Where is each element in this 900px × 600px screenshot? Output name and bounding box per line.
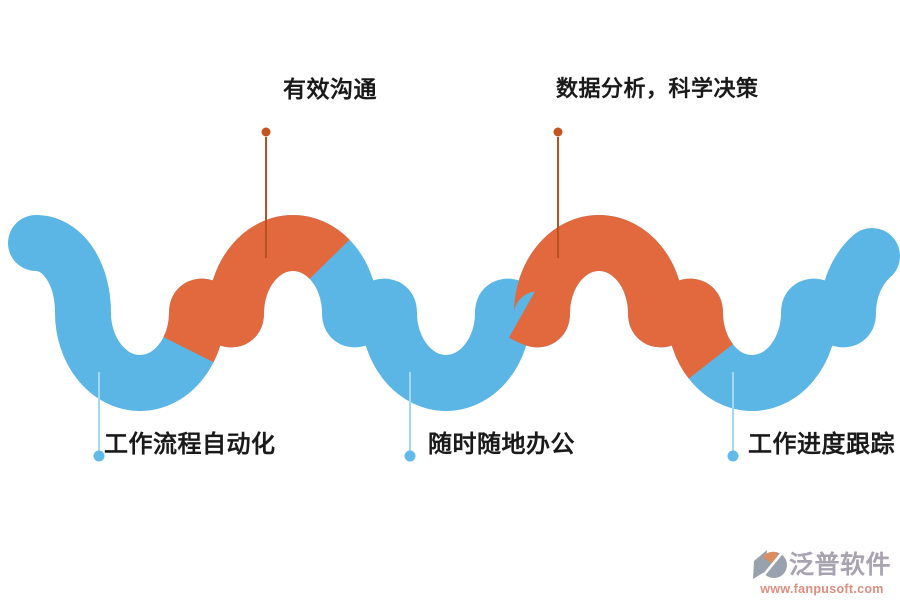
label-workflow-automation: 工作流程自动化: [104, 431, 276, 458]
watermark-brand: 泛普软件: [789, 550, 892, 579]
wave-ribbon-orange: [33, 215, 892, 411]
connector-dot-top-1: [261, 127, 271, 137]
label-data-analysis-decision: 数据分析，科学决策: [556, 76, 759, 101]
label-work-anywhere: 随时随地办公: [428, 431, 575, 458]
connector-dot-bottom-3: [727, 450, 739, 462]
fanpu-logo-icon: [753, 550, 787, 579]
connector-dot-top-2: [553, 127, 563, 137]
label-progress-tracking: 工作进度跟踪: [748, 431, 895, 458]
label-effective-communication: 有效沟通: [283, 76, 377, 102]
watermark-url: www.fanpusoft.com: [760, 582, 884, 596]
wave-ribbon-blue: [8, 215, 900, 411]
connector-dot-bottom-2: [404, 450, 416, 462]
watermark: 泛普软件 www.fanpusoft.com: [752, 548, 892, 596]
connector-dot-bottom-1: [93, 450, 105, 462]
